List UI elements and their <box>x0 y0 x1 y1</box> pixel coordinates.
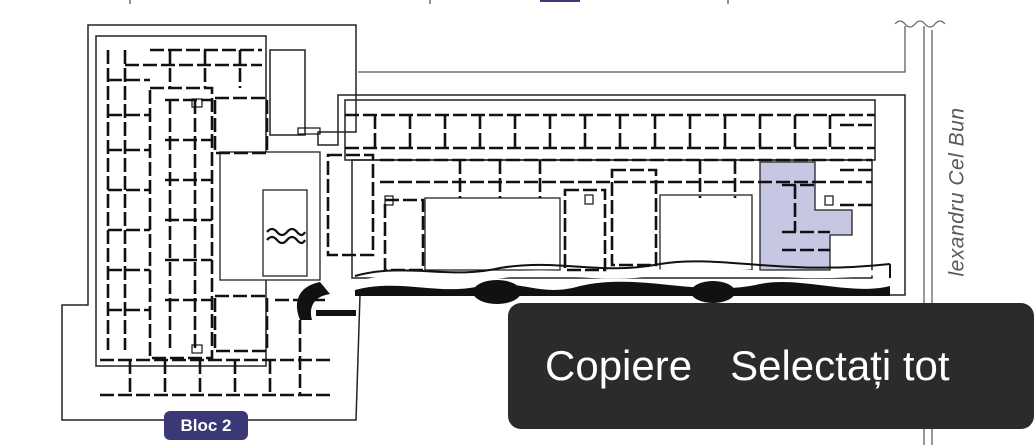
pool <box>262 189 308 277</box>
pool-wave-icon <box>266 227 306 237</box>
path-outline <box>354 260 891 278</box>
copy-button[interactable]: Copiere <box>545 342 693 389</box>
stair-symbols <box>191 98 834 354</box>
landscaping <box>296 280 890 320</box>
select-all-button[interactable]: Selectați tot <box>730 342 950 389</box>
interior-walls <box>100 48 330 397</box>
block-badge[interactable]: Bloc 2 <box>164 411 248 440</box>
path-lines <box>359 266 881 286</box>
text-selection-menu: Copiere Selectați tot <box>508 303 1034 429</box>
top-edge-marks <box>129 0 729 4</box>
highlighted-apartment <box>759 161 853 271</box>
